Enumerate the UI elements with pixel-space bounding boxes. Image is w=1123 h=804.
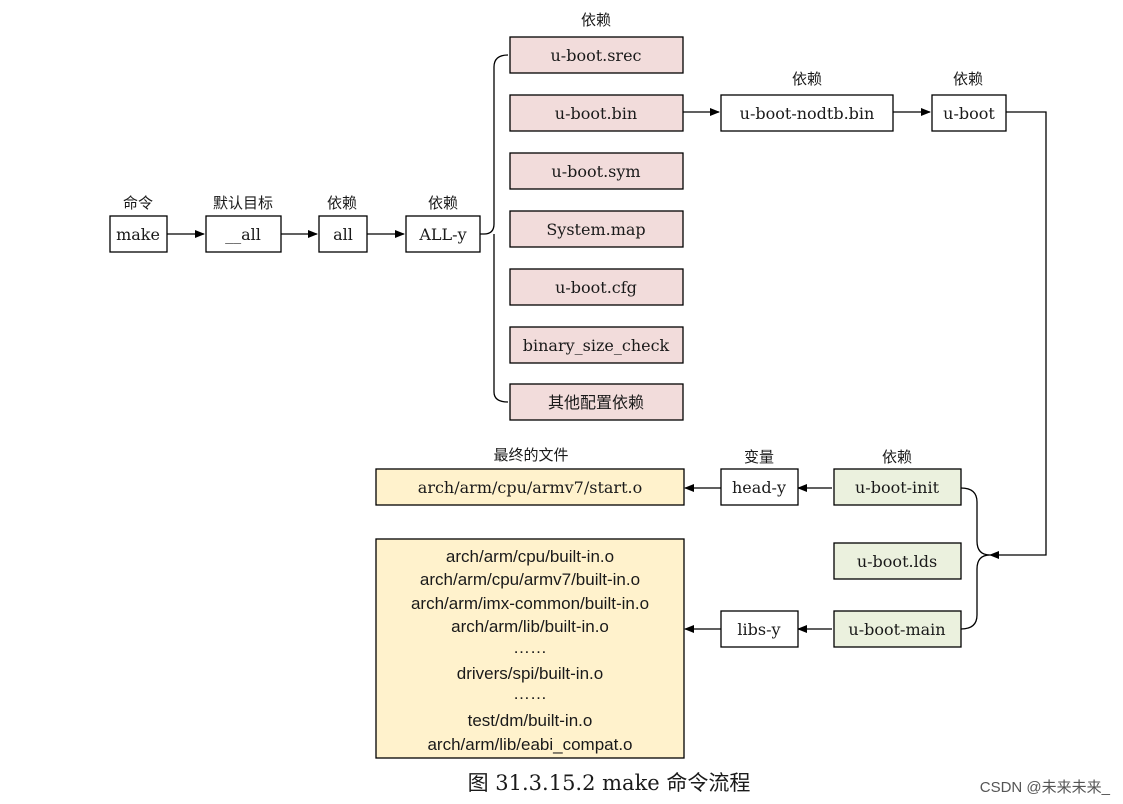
label-depends-all: 依赖 [327, 194, 357, 212]
libs-file-item: …… [513, 684, 547, 703]
label-depends-all-y: 依赖 [428, 194, 458, 212]
node-init: u-boot-init [833, 468, 962, 506]
node-other: 其他配置依赖 [509, 383, 684, 421]
node-libs-y: libs-y [720, 610, 799, 648]
node-make-text: make [116, 225, 160, 244]
brace-init-lds-main [960, 487, 991, 630]
libs-file-item: arch/arm/cpu/armv7/built-in.o [420, 570, 640, 589]
node-bin-text: u-boot.bin [555, 104, 637, 123]
node-size-check: binary_size_check [509, 326, 684, 364]
node-main: u-boot-main [833, 610, 962, 648]
node-sym-text: u-boot.sym [551, 162, 640, 181]
node-bin: u-boot.bin [509, 94, 684, 132]
connectors [167, 54, 1047, 633]
node-all-default-text: __all [225, 225, 261, 244]
node-nodtb-text: u-boot-nodtb.bin [740, 104, 875, 123]
libs-file-list: arch/arm/cpu/built-in.o arch/arm/cpu/arm… [411, 547, 649, 754]
node-head-y: head-y [720, 468, 799, 506]
node-lds: u-boot.lds [833, 542, 962, 580]
node-nodtb: u-boot-nodtb.bin [720, 94, 894, 132]
node-cfg: u-boot.cfg [509, 268, 684, 306]
node-libs-files: arch/arm/cpu/built-in.o arch/arm/cpu/arm… [375, 538, 685, 759]
libs-file-item: drivers/spi/built-in.o [457, 664, 603, 683]
watermark: CSDN @未来未来_ [980, 779, 1111, 796]
node-all-y: ALL-y [405, 215, 481, 253]
libs-file-item: …… [513, 638, 547, 657]
libs-file-item: arch/arm/lib/built-in.o [451, 617, 609, 636]
label-default-target: 默认目标 [213, 194, 273, 212]
node-libs-y-text: libs-y [737, 620, 780, 639]
node-system-map: System.map [509, 210, 684, 248]
node-size-check-text: binary_size_check [523, 336, 670, 355]
node-cfg-text: u-boot.cfg [555, 278, 637, 297]
node-main-text: u-boot-main [848, 620, 945, 639]
libs-file-item: test/dm/built-in.o [468, 711, 593, 730]
node-other-text: 其他配置依赖 [548, 393, 644, 412]
label-variable: 变量 [744, 448, 774, 466]
label-depends-nodtb: 依赖 [792, 70, 822, 88]
libs-file-item: arch/arm/lib/eabi_compat.o [427, 735, 632, 754]
node-system-map-text: System.map [546, 220, 645, 239]
figure-caption: 图 31.3.15.2 make 命令流程 [468, 771, 751, 795]
node-make: make [109, 215, 168, 253]
label-final-files: 最终的文件 [493, 446, 568, 464]
node-srec-text: u-boot.srec [550, 46, 641, 65]
node-all-default: __all [205, 215, 282, 253]
node-start-o-text: arch/arm/cpu/armv7/start.o [418, 478, 642, 497]
node-all-y-text: ALL-y [418, 225, 466, 244]
label-depends-init: 依赖 [882, 448, 912, 466]
node-srec: u-boot.srec [509, 36, 684, 74]
node-uboot-text: u-boot [943, 104, 995, 123]
node-start-o: arch/arm/cpu/armv7/start.o [375, 468, 685, 506]
libs-file-item: arch/arm/imx-common/built-in.o [411, 594, 649, 613]
labels: 命令 默认目标 依赖 依赖 依赖 依赖 依赖 最终的文件 变量 依赖 [123, 11, 983, 466]
label-depends-uboot: 依赖 [953, 70, 983, 88]
node-uboot: u-boot [931, 94, 1007, 132]
node-all-text: all [333, 225, 353, 244]
node-head-y-text: head-y [732, 478, 786, 497]
node-sym: u-boot.sym [509, 152, 684, 190]
path-uboot-to-merge [989, 111, 1047, 559]
brace-all-y-dependencies [480, 54, 509, 403]
node-init-text: u-boot-init [855, 478, 940, 497]
libs-file-item: arch/arm/cpu/built-in.o [446, 547, 614, 566]
label-depends-deps: 依赖 [581, 11, 611, 29]
node-lds-text: u-boot.lds [857, 552, 937, 571]
label-command: 命令 [123, 194, 153, 212]
node-all: all [318, 215, 368, 253]
